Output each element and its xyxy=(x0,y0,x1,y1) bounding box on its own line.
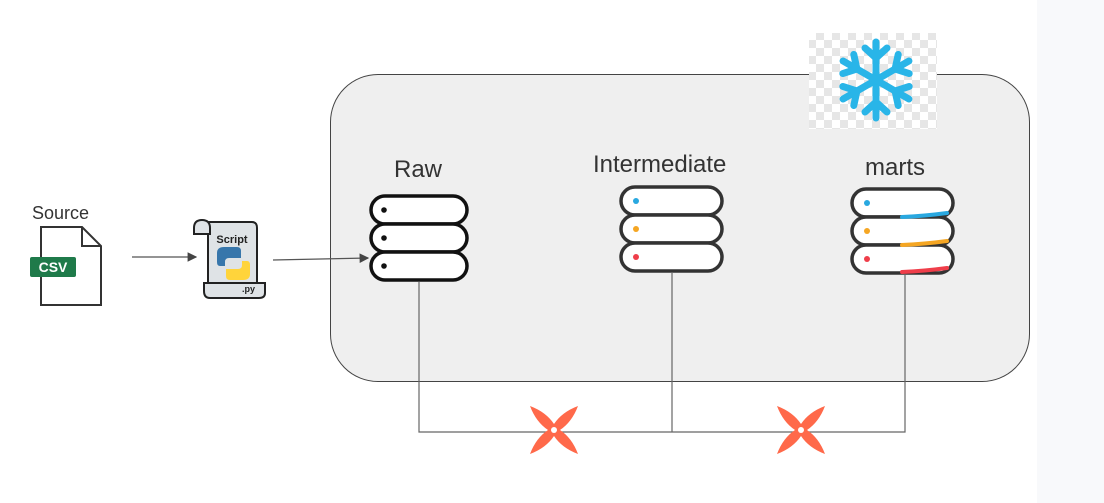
marts-layer-label: marts xyxy=(865,154,925,181)
source-label: Source xyxy=(32,203,90,223)
snowflake-icon xyxy=(809,33,937,129)
python-script-icon: Script .py xyxy=(193,218,266,299)
dbt-icon xyxy=(777,406,825,454)
intermediate-layer-label: Intermediate xyxy=(593,151,727,178)
csv-file-icon: CSV xyxy=(30,226,102,306)
dbt-connector-lines xyxy=(418,272,906,433)
marts-database-icon xyxy=(850,187,955,275)
raw-layer-label: Raw xyxy=(394,156,443,183)
script-label: Script xyxy=(216,234,248,246)
py-extension-label: .py xyxy=(242,284,255,294)
intermediate-database-icon xyxy=(619,185,724,273)
dbt-icon xyxy=(530,406,578,454)
csv-badge-text: CSV xyxy=(39,259,68,275)
side-panel xyxy=(1037,0,1104,503)
raw-database-icon xyxy=(369,194,469,282)
arrow-script-to-raw xyxy=(272,253,370,263)
